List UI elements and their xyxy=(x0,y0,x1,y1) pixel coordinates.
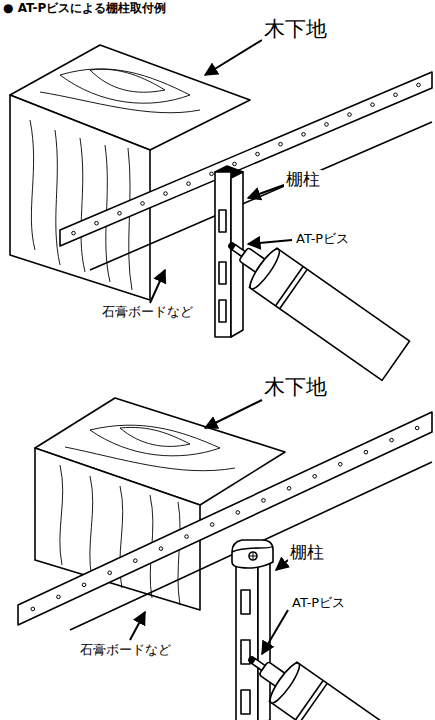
rail-hole xyxy=(371,103,375,107)
part-label: 棚柱 xyxy=(288,543,326,562)
part-label: 棚柱 xyxy=(284,170,322,189)
rail-hole xyxy=(164,192,168,196)
part-label: 木下地 xyxy=(262,376,329,399)
rail-hole xyxy=(187,182,191,186)
rail-hole xyxy=(233,162,237,166)
rail-hole xyxy=(390,438,394,442)
rail-hole xyxy=(57,595,61,599)
rail-hole xyxy=(108,571,112,575)
rail-hole xyxy=(210,523,214,527)
rail-hole xyxy=(279,142,283,146)
part-label: AT-Pビス xyxy=(290,596,347,610)
figure-title: ● AT-Pビスによる棚柱取付例 xyxy=(3,2,166,15)
rail-hole xyxy=(302,133,306,137)
rail-hole xyxy=(417,83,421,87)
rail-hole xyxy=(256,152,260,156)
shelf-post xyxy=(232,540,273,720)
rail-hole xyxy=(339,462,343,466)
rail-hole xyxy=(287,487,291,491)
rail-hole xyxy=(72,231,76,235)
rail-hole xyxy=(236,511,240,515)
part-label: 木下地 xyxy=(262,18,329,41)
rail-hole xyxy=(210,172,214,176)
rail-hole xyxy=(348,113,352,117)
rail-hole xyxy=(118,212,122,216)
rail-hole xyxy=(141,202,145,206)
rail-hole xyxy=(325,123,329,127)
rail-hole xyxy=(313,474,317,478)
screwdriver xyxy=(216,225,410,381)
rail-strip xyxy=(18,412,432,625)
rail-hole xyxy=(364,450,368,454)
rail-hole xyxy=(394,93,398,97)
rail-hole xyxy=(262,499,266,503)
part-label: AT-Pビス xyxy=(294,232,351,246)
rail-hole xyxy=(415,426,419,430)
rail-hole xyxy=(82,583,86,587)
rail-hole xyxy=(31,607,35,611)
rail-strip xyxy=(60,72,432,246)
rail-hole xyxy=(159,547,163,551)
rail-hole xyxy=(185,535,189,539)
leader-arrow xyxy=(130,40,292,654)
rail-hole xyxy=(95,221,99,225)
part-label: 石膏ボードなど xyxy=(100,305,195,319)
part-label: 石膏ボードなど xyxy=(78,643,173,657)
rail-hole xyxy=(134,559,138,563)
